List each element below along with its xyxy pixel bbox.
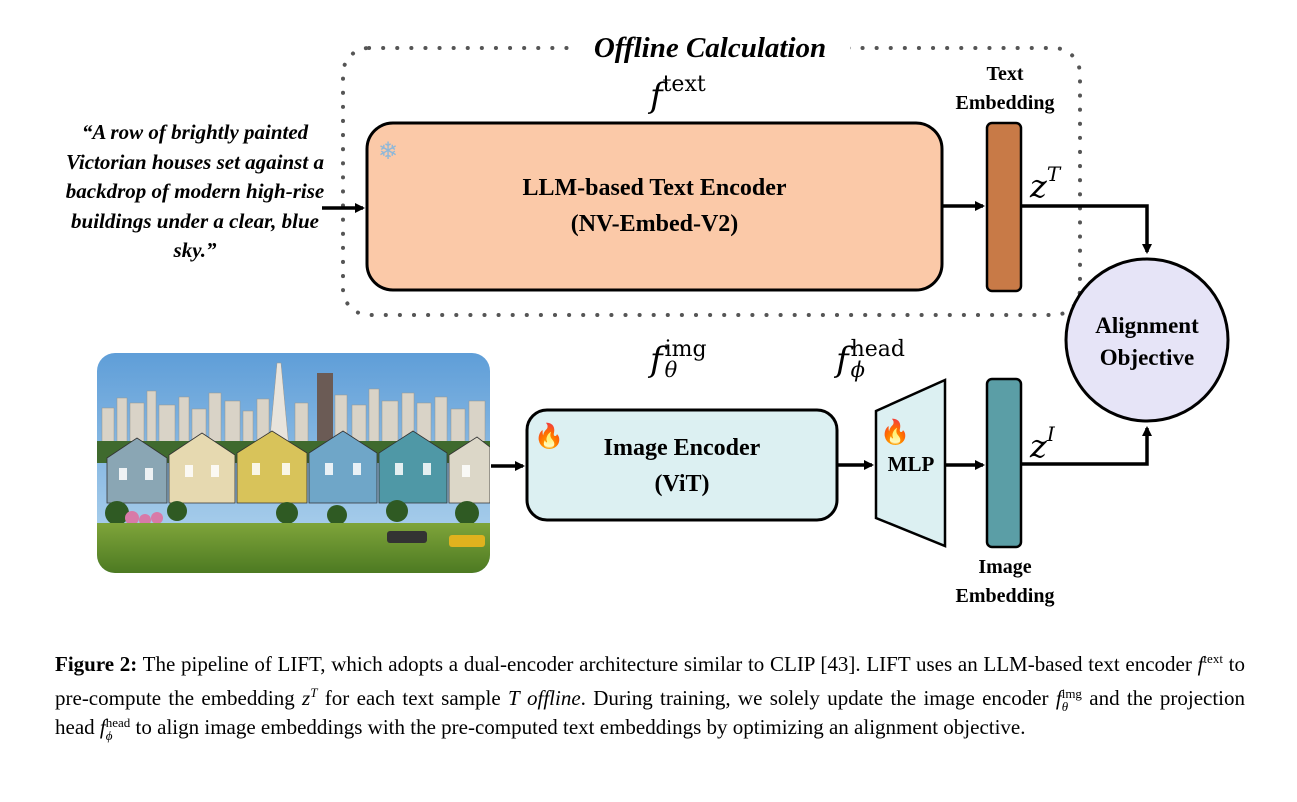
image-encoder-label: Image Encoder (ViT) [527,430,837,502]
image-encoder-name: Image Encoder [603,435,761,461]
image-embedding-bar [985,377,1023,549]
image-embedding-variable: zI [1030,422,1055,465]
alignment-objective-label: Alignment Objective [1095,313,1199,370]
victorian-houses-image [97,353,490,573]
mlp-head-shape [874,378,947,548]
image-encoder-model: (ViT) [654,471,710,497]
text-embedding-bar [985,121,1023,293]
arrow-text-embedding-to-objective [1021,204,1152,254]
text-encoder-name: LLM-based Text Encoder [522,175,787,201]
offline-region [341,46,1082,317]
mlp-label: MLP [887,452,935,476]
text-encoder-model: (NV-Embed-V2) [570,211,739,237]
image-encoder-box [525,408,839,522]
text-encoder-function-label: ftext [650,72,706,116]
image-embedding-label: Image Embedding [955,556,1055,607]
offline-calculation-title: Offline Calculation [593,32,827,64]
fire-icon: 🔥 [534,424,564,450]
arrow-image-embedding-to-objective [1021,426,1152,466]
snowflake-icon: ❄ [378,139,399,165]
text-encoder-box [365,121,944,292]
text-embedding-label: Text Embedding [955,63,1055,114]
input-text-caption: “A row of brightly painted Victorian hou… [65,120,325,262]
alignment-objective-circle [1064,257,1230,423]
text-encoder-label: LLM-based Text Encoder (NV-Embed-V2) [367,170,942,242]
figure-label: Figure 2: [55,652,138,676]
pipeline-diagram [322,46,1230,549]
figure-caption: Figure 2: The pipeline of LIFT, which ad… [55,651,1245,743]
fire-icon: 🔥 [880,420,910,446]
text-embedding-variable: zT [1030,162,1061,205]
